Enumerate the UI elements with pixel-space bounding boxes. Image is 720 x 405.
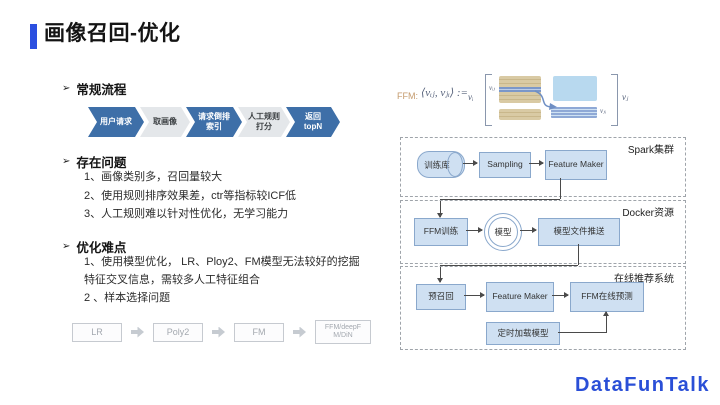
left-bracket xyxy=(485,74,492,126)
flow-step-inverted-index: 请求倒排 索引 xyxy=(186,107,242,137)
node-label: 预召回 xyxy=(428,291,454,302)
node-label: 模型文件推送 xyxy=(553,226,605,237)
problems-list: 1、画像类别多，召回量较大 2、使用规则排序效果差，ctr等指标较ICF低 3、… xyxy=(84,169,362,225)
connector xyxy=(437,265,443,283)
section-heading-problems: ➢ 存在问题 xyxy=(62,152,126,171)
cluster-online: 在线推荐系统 xyxy=(400,266,686,350)
formula-expression: ⟨vᵢⱼ, vⱼᵢ⟩ := xyxy=(421,87,468,99)
cluster-docker: Docker资源 xyxy=(400,200,686,264)
node-model-circle: 模型 xyxy=(484,213,522,251)
flow-step-label: 返回 topN xyxy=(303,112,323,131)
formula-vi-label: vᵢ xyxy=(468,92,474,102)
right-arrow-icon xyxy=(293,326,306,338)
node-label: Feature Maker xyxy=(492,291,548,302)
connector xyxy=(578,244,579,265)
right-arrow-icon xyxy=(131,326,144,338)
flow-step-get-profile: 取画像 xyxy=(140,107,190,137)
cluster-label: 在线推荐系统 xyxy=(614,274,674,285)
formula-vji-label: vⱼᵢ xyxy=(600,107,607,115)
model-label: LR xyxy=(91,326,103,337)
connector xyxy=(464,292,485,298)
embedding-row-block xyxy=(551,107,597,118)
node-feature-maker-online: Feature Maker xyxy=(486,282,554,312)
flow-step-user-request: 用户请求 xyxy=(88,107,144,137)
connector xyxy=(603,311,609,333)
model-label: FM xyxy=(252,326,266,337)
node-ffm-train: FFM训练 xyxy=(414,218,468,246)
flow-step-manual-score: 人工规则 打分 xyxy=(238,107,290,137)
section-heading-difficulties: ➢ 优化难点 xyxy=(62,237,126,256)
arrow-bullet-icon: ➢ xyxy=(62,83,71,94)
page-title: 画像召回-优化 xyxy=(44,22,181,45)
connector xyxy=(520,227,537,233)
connector xyxy=(552,292,569,298)
node-sampling: Sampling xyxy=(479,152,531,178)
list-item: 1、画像类别多，召回量较大 xyxy=(84,171,223,183)
embedding-matrix-block xyxy=(499,76,541,103)
embedding-matrix-block xyxy=(499,109,541,120)
database-cylinder: 训练库 xyxy=(417,151,465,178)
right-bracket xyxy=(611,74,618,126)
formula-vij-label: vᵢⱼ xyxy=(489,84,496,92)
list-item: 2、使用规则排序效果差，ctr等指标较ICF低 xyxy=(84,189,297,202)
node-label: Feature Maker xyxy=(548,159,604,170)
model-box-lr: LR xyxy=(72,322,122,342)
process-flow: 用户请求 取画像 请求倒排 索引 人工规则 打分 返回 topN xyxy=(88,107,340,137)
flow-step-label: 请求倒排 索引 xyxy=(198,112,230,131)
list-item: 3、人工规则难以针对性优化，无学习能力 xyxy=(84,208,289,221)
model-box-fm: FM xyxy=(234,322,284,342)
flow-step-return-topn: 返回 topN xyxy=(286,107,340,137)
connector xyxy=(437,199,443,218)
heading-text-process: 常规流程 xyxy=(76,83,127,97)
formula-prefix: FFM: xyxy=(397,91,418,101)
connector xyxy=(463,160,478,166)
node-model-push: 模型文件推送 xyxy=(538,218,620,246)
right-arrow-icon xyxy=(212,326,225,338)
flow-step-label: 用户请求 xyxy=(100,117,132,127)
node-prerecall: 预召回 xyxy=(416,284,466,310)
node-timed-model-load: 定时加载模型 xyxy=(486,322,560,345)
heading-text-difficulties: 优化难点 xyxy=(76,241,127,255)
curve-arrow-icon xyxy=(534,90,557,110)
brand-logo: DataFunTalk xyxy=(574,374,710,396)
connector xyxy=(440,199,560,200)
model-evolution-row: LR Poly2 FM FFM/deepF M/DiN xyxy=(72,320,371,344)
node-label: 训练库 xyxy=(424,159,450,170)
connector xyxy=(466,227,483,233)
heading-text-problems: 存在问题 xyxy=(76,156,127,170)
formula-vj-label: vⱼ xyxy=(622,92,629,102)
list-item: 2 、样本选择问题 xyxy=(84,292,171,305)
arrow-bullet-icon: ➢ xyxy=(62,156,71,167)
node-ffm-online-predict: FFM在线预测 xyxy=(570,282,644,312)
model-label: Poly2 xyxy=(166,326,190,337)
model-box-ffm-deepfm-din: FFM/deepF M/DiN xyxy=(315,320,371,344)
arrow-bullet-icon: ➢ xyxy=(62,241,71,252)
cluster-label: Docker资源 xyxy=(622,208,674,219)
connector xyxy=(560,178,561,199)
cluster-label: Spark集群 xyxy=(627,145,674,156)
embedding-matrix-block xyxy=(553,76,597,101)
connector xyxy=(558,332,606,333)
node-label: FFM训练 xyxy=(423,226,459,237)
model-label: FFM/deepF M/DiN xyxy=(324,323,362,339)
connector xyxy=(529,160,544,166)
difficulties-list: 1、使用模型优化， LR、Ploy2、FM模型无法较好的挖掘特征交叉信息，需较多… xyxy=(84,254,366,309)
node-label: 模型 xyxy=(494,227,512,237)
node-label: FFM在线预测 xyxy=(581,291,633,302)
node-label: Sampling xyxy=(487,159,523,170)
section-heading-process: ➢ 常规流程 xyxy=(62,79,126,98)
model-box-poly2: Poly2 xyxy=(153,322,203,342)
connector xyxy=(440,265,578,266)
flow-step-label: 人工规则 打分 xyxy=(248,112,280,131)
node-feature-maker-spark: Feature Maker xyxy=(545,150,607,180)
highlighted-row xyxy=(499,87,541,92)
flow-step-label: 取画像 xyxy=(153,117,177,127)
list-item: 1、使用模型优化， LR、Ploy2、FM模型无法较好的挖掘特征交叉信息，需较多… xyxy=(84,256,360,286)
title-accent-bar xyxy=(30,24,37,49)
cluster-spark: Spark集群 xyxy=(400,137,686,197)
node-label: 定时加载模型 xyxy=(497,327,549,338)
